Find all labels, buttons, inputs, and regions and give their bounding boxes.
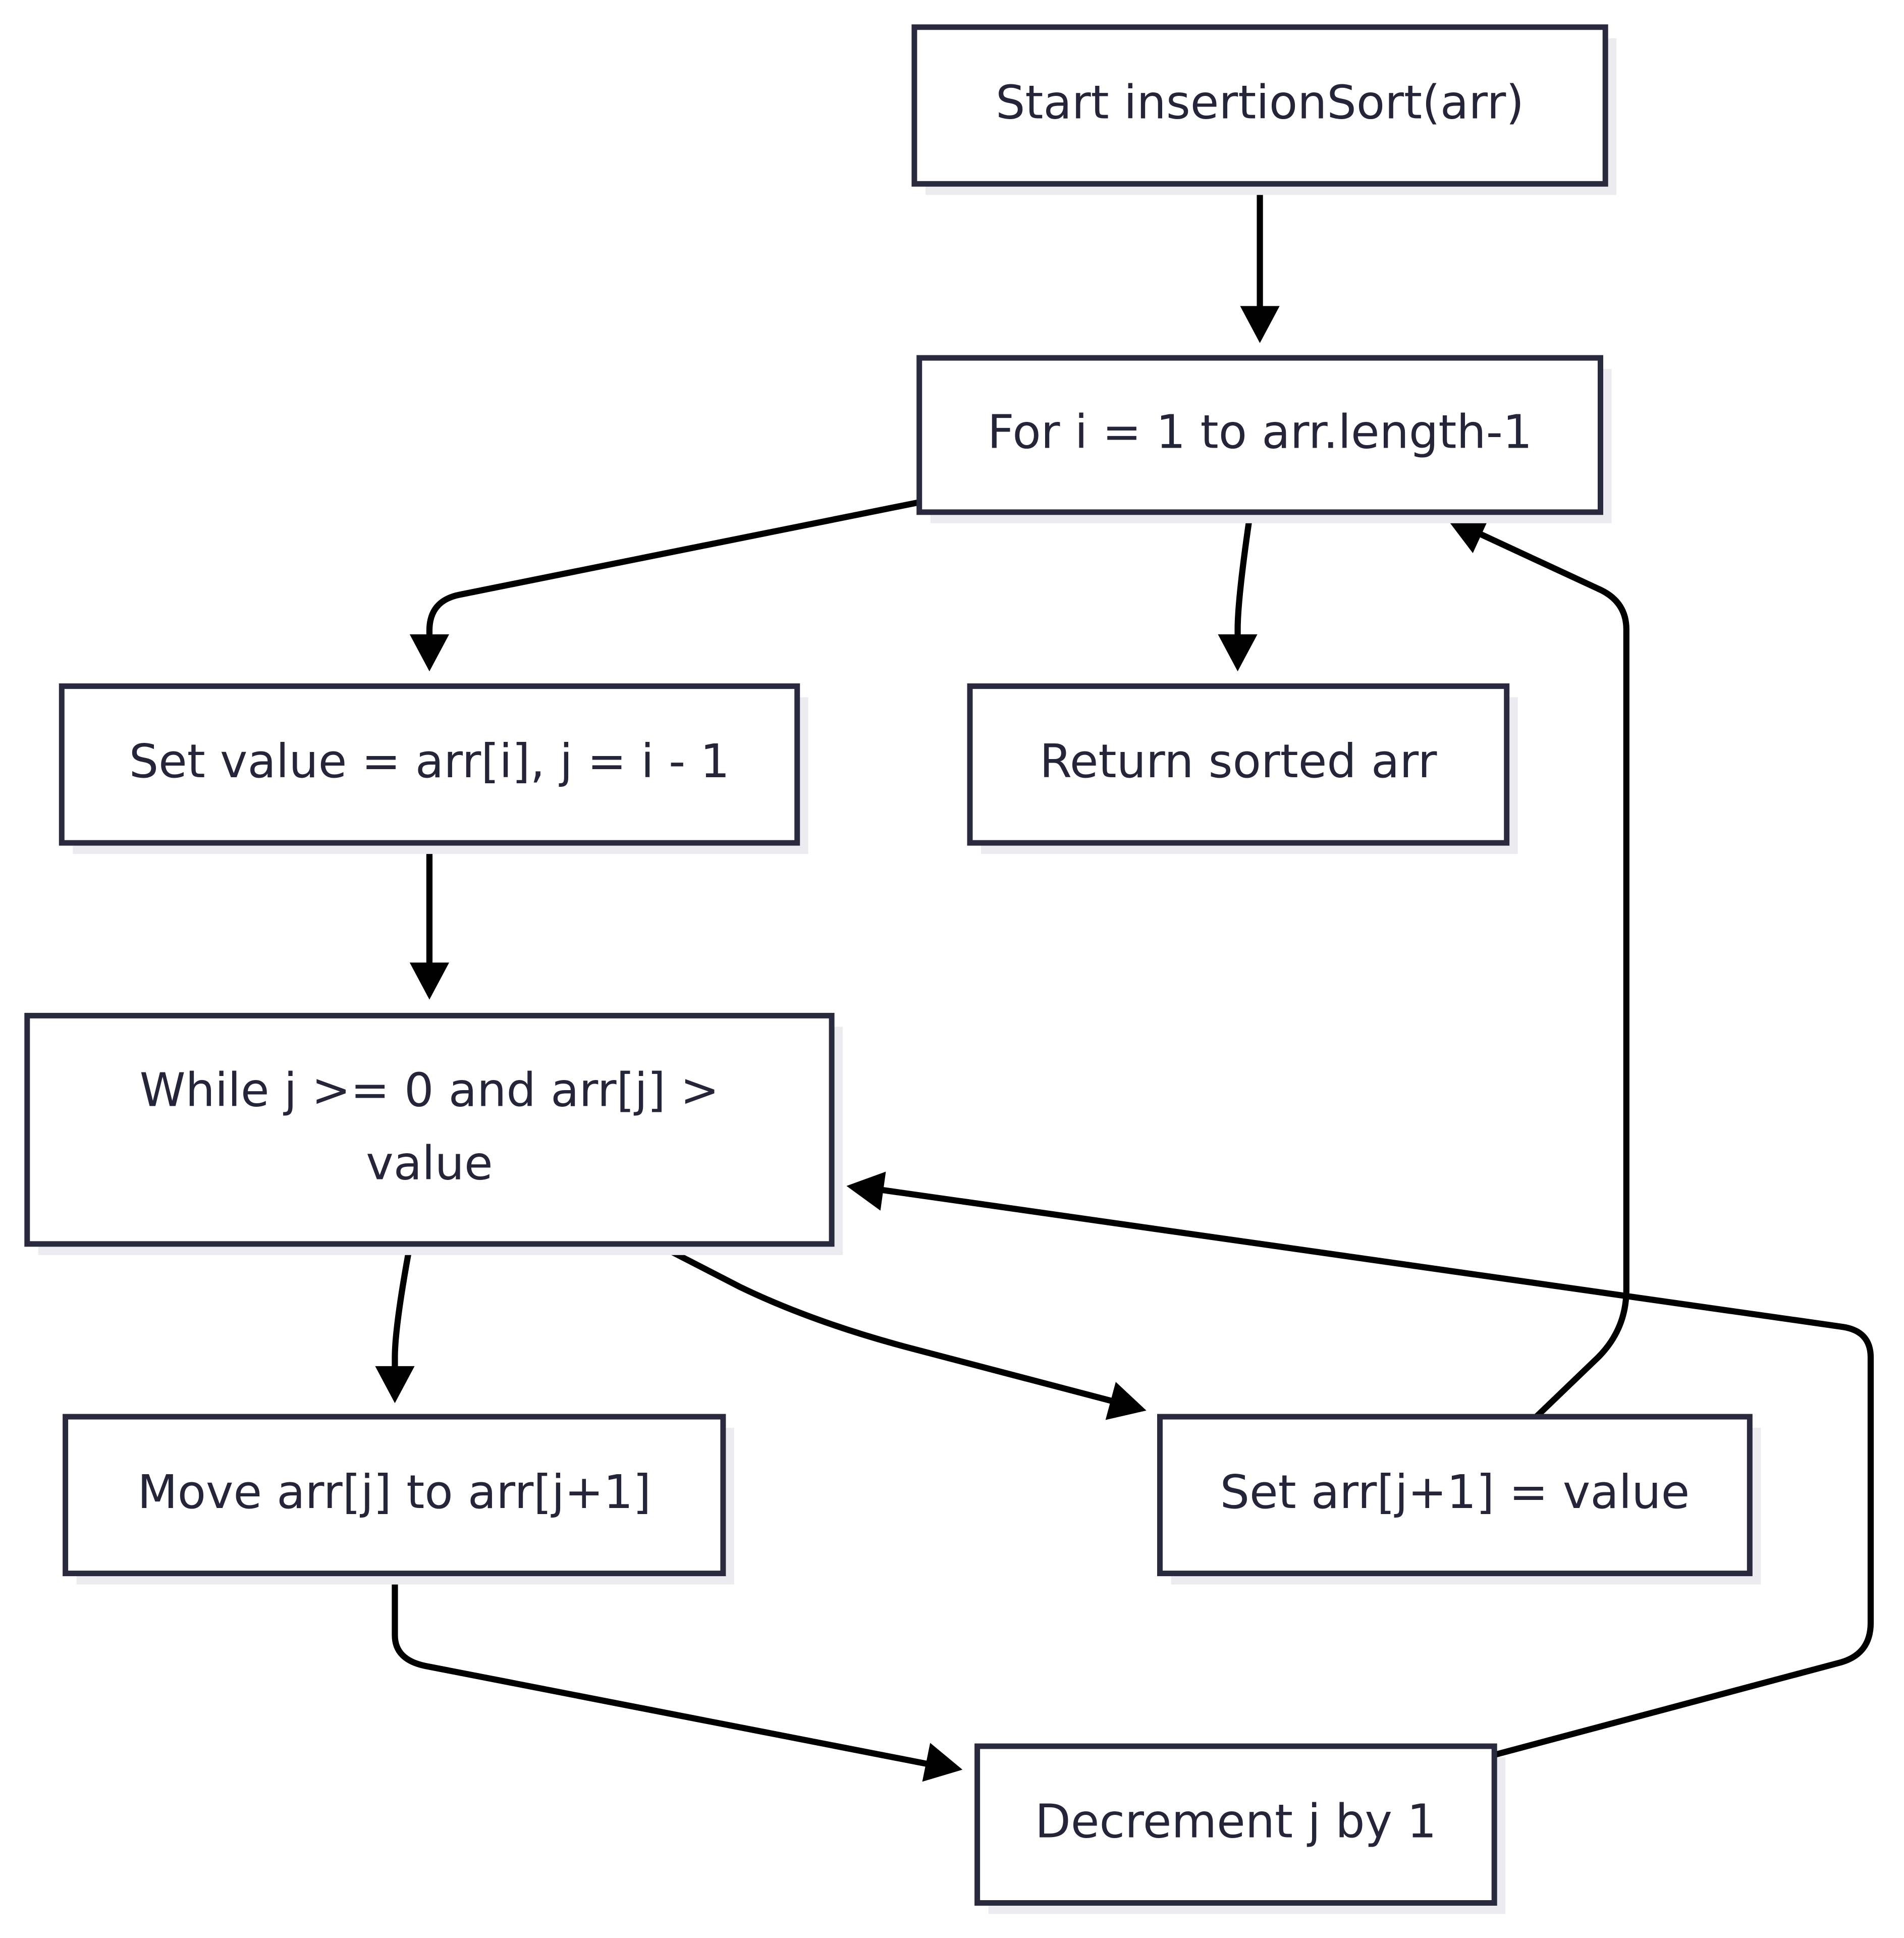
edge-for_loop-to-set_value [409, 499, 922, 672]
arrowhead-icon [1447, 517, 1490, 553]
edge-line [653, 1241, 1119, 1405]
edges-layer [375, 182, 1874, 1782]
node-box [916, 355, 1603, 515]
node-return: Return sorted arr [967, 683, 1518, 854]
node-for-loop: For i = 1 to arr.length-1 [916, 355, 1612, 523]
node-label: Move arr[j] to arr[j+1] [137, 1465, 651, 1519]
edge-start-to-for_loop [1240, 182, 1280, 343]
arrowhead-icon [846, 1171, 886, 1211]
node-label: Start insertionSort(arr) [996, 75, 1524, 129]
node-label: Return sorted arr [1040, 734, 1437, 788]
arrowhead-icon [1240, 306, 1280, 343]
node-set-arr: Set arr[j+1] = value [1157, 1414, 1761, 1585]
arrowhead-icon [375, 1366, 415, 1404]
nodes-layer: Start insertionSort(arr) For i = 1 to arr… [24, 24, 1761, 1914]
arrowhead-icon [1105, 1382, 1147, 1420]
edge-line [1475, 530, 1629, 1420]
edge-set_arr-to-for_loop [1447, 517, 1629, 1420]
node-box [1157, 1414, 1753, 1577]
arrowhead-icon [1218, 634, 1258, 672]
edge-line [392, 1243, 413, 1373]
node-label: Decrement j by 1 [1035, 1795, 1437, 1849]
edge-while_loop-to-set_arr [653, 1241, 1147, 1420]
node-decrement: Decrement j by 1 [974, 1743, 1506, 1914]
node-box [967, 683, 1510, 846]
edge-set_value-to-while_loop [409, 841, 450, 1000]
node-label: Set value = arr[i], j = i - 1 [129, 734, 730, 788]
edge-while_loop-to-move [375, 1243, 415, 1404]
node-while-loop: While j >= 0 and arr[j] > value [24, 1012, 843, 1255]
node-label: For i = 1 to arr.length-1 [988, 405, 1533, 459]
edge-line [392, 1572, 935, 1768]
edge-line [426, 499, 922, 642]
node-box [974, 1743, 1497, 1906]
arrowhead-icon [922, 1743, 963, 1782]
node-box [24, 1012, 835, 1247]
node-box [59, 683, 800, 846]
edge-decrement-to-while_loop [846, 1171, 1874, 1758]
node-start: Start insertionSort(arr) [911, 24, 1617, 195]
edge-line [877, 1187, 1874, 1758]
arrowhead-icon [409, 634, 450, 672]
node-box [911, 24, 1608, 187]
node-move: Move arr[j] to arr[j+1] [63, 1414, 734, 1585]
node-label: value [366, 1136, 493, 1190]
arrowhead-icon [409, 962, 450, 1000]
edge-line [1234, 511, 1254, 642]
node-label: While j >= 0 and arr[j] > [140, 1063, 720, 1117]
edge-for_loop-to-return [1218, 511, 1258, 672]
node-set-value: Set value = arr[i], j = i - 1 [59, 683, 808, 854]
node-label: Set arr[j+1] = value [1220, 1465, 1690, 1519]
node-box [63, 1414, 726, 1577]
edge-move-to-decrement [392, 1572, 963, 1782]
